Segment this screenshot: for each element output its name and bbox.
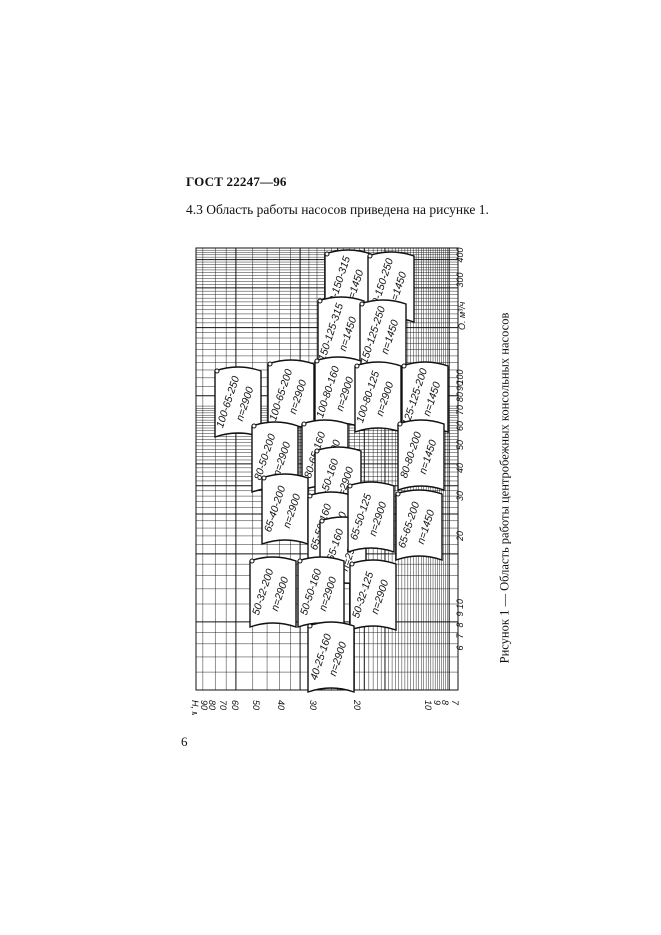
h-axis-tick: 80 xyxy=(207,700,217,710)
q-axis-tick: 80 xyxy=(455,392,465,402)
pump-zone-marker xyxy=(354,363,360,369)
pump-zone-marker xyxy=(317,298,323,304)
h-axis-tick: 30 xyxy=(308,700,318,710)
h-axis-tick: 90 xyxy=(199,700,209,710)
h-axis-tick: 8 xyxy=(440,700,450,705)
q-axis-tick: 9 xyxy=(455,611,465,616)
pump-zone-marker xyxy=(367,253,373,259)
q-axis-tick: 7 xyxy=(455,633,465,639)
h-axis-tick: 10 xyxy=(423,700,433,710)
pump-zone-marker xyxy=(249,558,255,564)
h-axis-tick: 60 xyxy=(230,700,240,710)
q-axis-tick: 8 xyxy=(455,622,465,627)
q-axis-tick: 100 xyxy=(455,369,465,384)
pump-zone-outline xyxy=(347,481,395,553)
h-axis-tick: 40 xyxy=(276,700,286,710)
page-number: 6 xyxy=(181,734,188,749)
h-axis-tick: 20 xyxy=(352,699,362,710)
pump-zone-outline xyxy=(307,621,355,693)
pump-zone-outline xyxy=(397,419,445,491)
pump-zone-marker xyxy=(349,561,355,567)
q-axis-tick: 20 xyxy=(455,531,465,542)
pump-zone-marker xyxy=(261,475,267,481)
pump-zone-marker xyxy=(324,251,330,257)
q-axis-tick: 6 xyxy=(455,645,465,650)
h-axis-tick: 7 xyxy=(450,700,460,706)
h-axis-unit: H, м xyxy=(190,700,200,715)
pump-zone-marker xyxy=(214,368,220,374)
pump-zone-marker xyxy=(307,623,313,629)
figure-caption: Рисунок 1 — Область работы центробежных … xyxy=(497,312,512,664)
q-axis-tick: 400 xyxy=(455,247,465,262)
document-header: ГОСТ 22247—96 xyxy=(186,174,287,189)
q-axis-unit: Q, м³/ч xyxy=(457,301,465,330)
pump-zone-outline xyxy=(349,559,397,631)
q-axis-tick: 300 xyxy=(455,272,465,287)
q-axis-tick: 10 xyxy=(455,599,465,609)
pump-zone-marker xyxy=(267,361,273,367)
pump-zone-marker xyxy=(301,421,307,427)
q-axis-tick: 40 xyxy=(455,463,465,473)
h-axis-tick: 9 xyxy=(432,700,442,705)
q-axis-tick: 60 xyxy=(455,421,465,431)
q-axis-tick: 70 xyxy=(455,405,465,415)
pump-zone-marker xyxy=(359,301,365,307)
pump-zone-marker xyxy=(314,448,320,454)
pump-zone-marker xyxy=(401,363,407,369)
pump-zone-marker xyxy=(307,493,313,499)
pump-zone-marker xyxy=(314,358,320,364)
q-axis-tick: 90 xyxy=(455,381,465,391)
pump-zone-marker xyxy=(319,518,325,524)
pump-zone-outline xyxy=(249,556,297,628)
h-axis-tick: 50 xyxy=(251,700,261,710)
pump-zone-marker xyxy=(297,558,303,564)
q-axis-tick: 50 xyxy=(455,440,465,450)
pump-zone-marker xyxy=(251,423,257,429)
q-axis-tick: 30 xyxy=(455,491,465,501)
h-axis-tick: 70 xyxy=(218,700,228,710)
pump-zone-marker xyxy=(395,491,401,497)
pump-zone-marker xyxy=(397,421,403,427)
section-paragraph: 4.3 Область работы насосов приведена на … xyxy=(186,202,489,217)
pump-zone-outline xyxy=(395,489,443,561)
pump-zone-marker xyxy=(347,483,353,489)
